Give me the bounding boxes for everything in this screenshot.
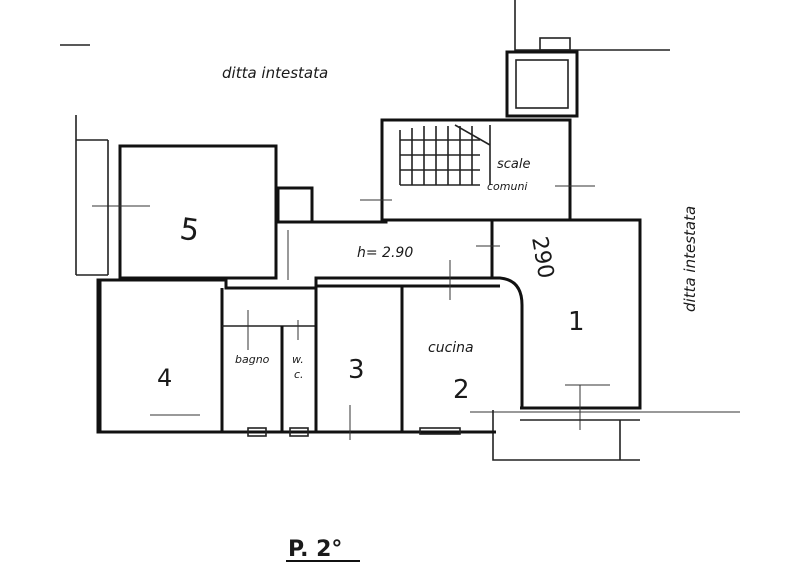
room-1-walls <box>470 218 740 430</box>
neighbor-top-label: ditta intestata <box>222 64 328 82</box>
room-4-number-bottom: 4 <box>157 364 172 392</box>
floor-label: P. 2° <box>288 537 342 562</box>
room-5-number-top: 5 <box>178 212 202 249</box>
lower-rooms-walls <box>96 260 500 440</box>
room-5-walls <box>276 186 314 224</box>
ceiling-height-label: h= 2.90 <box>357 245 413 261</box>
room-4-walls <box>92 144 278 280</box>
staircase <box>360 118 595 222</box>
room-1-number: 1 <box>568 307 585 337</box>
elevator-shaft <box>505 50 579 118</box>
room-3-number: 3 <box>348 355 365 385</box>
left-neighbor-strip <box>75 115 109 276</box>
bathroom-label: bagno <box>235 353 270 366</box>
stair-label-scale: scale <box>497 157 531 172</box>
side-annotation: 290 <box>526 235 558 281</box>
property-boundary-lines <box>60 0 670 52</box>
wc-label-line2: c. <box>294 368 304 381</box>
stair-label-comuni: comuni <box>487 180 528 193</box>
neighbor-right-label: ditta intestata <box>681 206 699 312</box>
balcony-right <box>492 410 640 461</box>
wc-label-line1: w. <box>292 353 304 366</box>
room-2-number: 2 <box>453 375 470 405</box>
room-2-name: cucina <box>428 340 474 356</box>
